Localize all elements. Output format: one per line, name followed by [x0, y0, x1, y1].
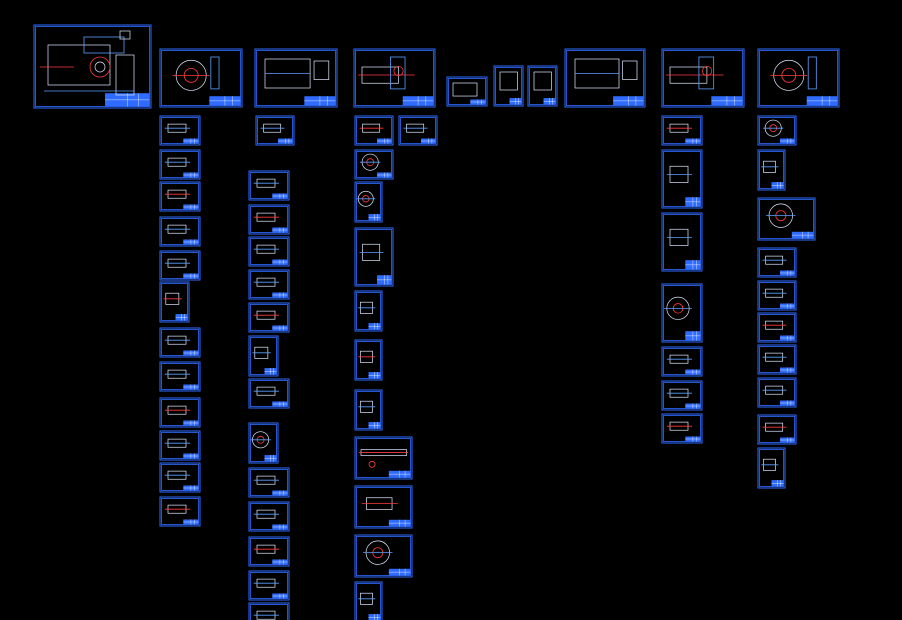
drawing-sheet: [159, 430, 201, 461]
drawing-sheet: [757, 149, 786, 191]
drawing-sheet: [757, 48, 840, 108]
drawing-sheet: [354, 339, 383, 381]
drawing-sheet: [248, 170, 290, 201]
drawing-sheet: [159, 149, 201, 180]
drawing-sheet: [254, 48, 338, 108]
drawing-sheet: [248, 269, 290, 300]
drawing-sheet: [661, 380, 703, 411]
drawing-sheet: [354, 436, 413, 480]
drawing-sheet: [527, 65, 558, 107]
drawing-sheet: [354, 181, 383, 223]
drawing-sheet: [564, 48, 646, 108]
drawing-sheet: [757, 377, 797, 408]
drawing-sheet: [248, 204, 290, 235]
drawing-sheet: [248, 570, 290, 601]
drawing-sheet: [398, 115, 438, 146]
drawing-sheet: [248, 602, 290, 620]
drawing-sheet: [159, 48, 243, 108]
drawing-sheet: [353, 48, 436, 108]
drawing-sheet: [661, 149, 703, 209]
drawing-sheet: [757, 312, 797, 343]
drawing-sheet: [757, 447, 786, 489]
drawing-sheet: [159, 462, 201, 493]
drawing-sheet: [354, 389, 383, 431]
drawing-sheet: [354, 227, 394, 287]
drawing-sheet: [661, 48, 745, 108]
drawing-sheet: [159, 250, 201, 281]
drawing-sheet: [33, 24, 152, 109]
drawing-sheet: [248, 335, 279, 377]
drawing-sheet: [757, 197, 816, 241]
drawing-sheet: [159, 115, 201, 146]
drawing-sheet: [661, 283, 703, 343]
drawing-sheet: [159, 281, 190, 323]
drawing-sheet: [757, 247, 797, 278]
drawing-sheet: [248, 378, 290, 409]
drawing-sheet: [159, 216, 201, 247]
drawing-sheet: [661, 413, 703, 444]
drawing-sheet: [248, 302, 290, 333]
drawing-sheet: [757, 280, 797, 311]
drawing-sheet: [446, 76, 488, 107]
drawing-sheets: [33, 24, 840, 620]
drawing-sheet: [248, 467, 290, 498]
drawing-sheet: [354, 149, 394, 180]
drawing-sheet: [159, 361, 201, 392]
drawing-sheet: [354, 290, 383, 332]
drawing-sheet: [248, 236, 290, 267]
drawing-sheet: [757, 115, 797, 146]
drawing-sheet: [493, 65, 524, 107]
drawing-sheet: [159, 496, 201, 527]
drawing-sheet: [354, 534, 413, 578]
drawing-sheet: [661, 115, 703, 146]
drawing-sheet: [159, 327, 201, 358]
drawing-sheet: [354, 581, 383, 620]
drawing-sheet: [255, 115, 295, 146]
drawing-sheet: [354, 115, 394, 146]
drawing-sheet: [248, 536, 290, 567]
drawing-sheet: [354, 485, 413, 529]
drawing-sheet: [661, 346, 703, 377]
drawing-sheet: [159, 397, 201, 428]
drawing-sheet: [248, 422, 279, 464]
drawing-sheet: [661, 212, 703, 272]
drawing-sheet: [248, 501, 290, 532]
drawing-sheet: [757, 344, 797, 375]
drawing-sheet: [159, 181, 201, 212]
drawing-sheet: [757, 414, 797, 445]
